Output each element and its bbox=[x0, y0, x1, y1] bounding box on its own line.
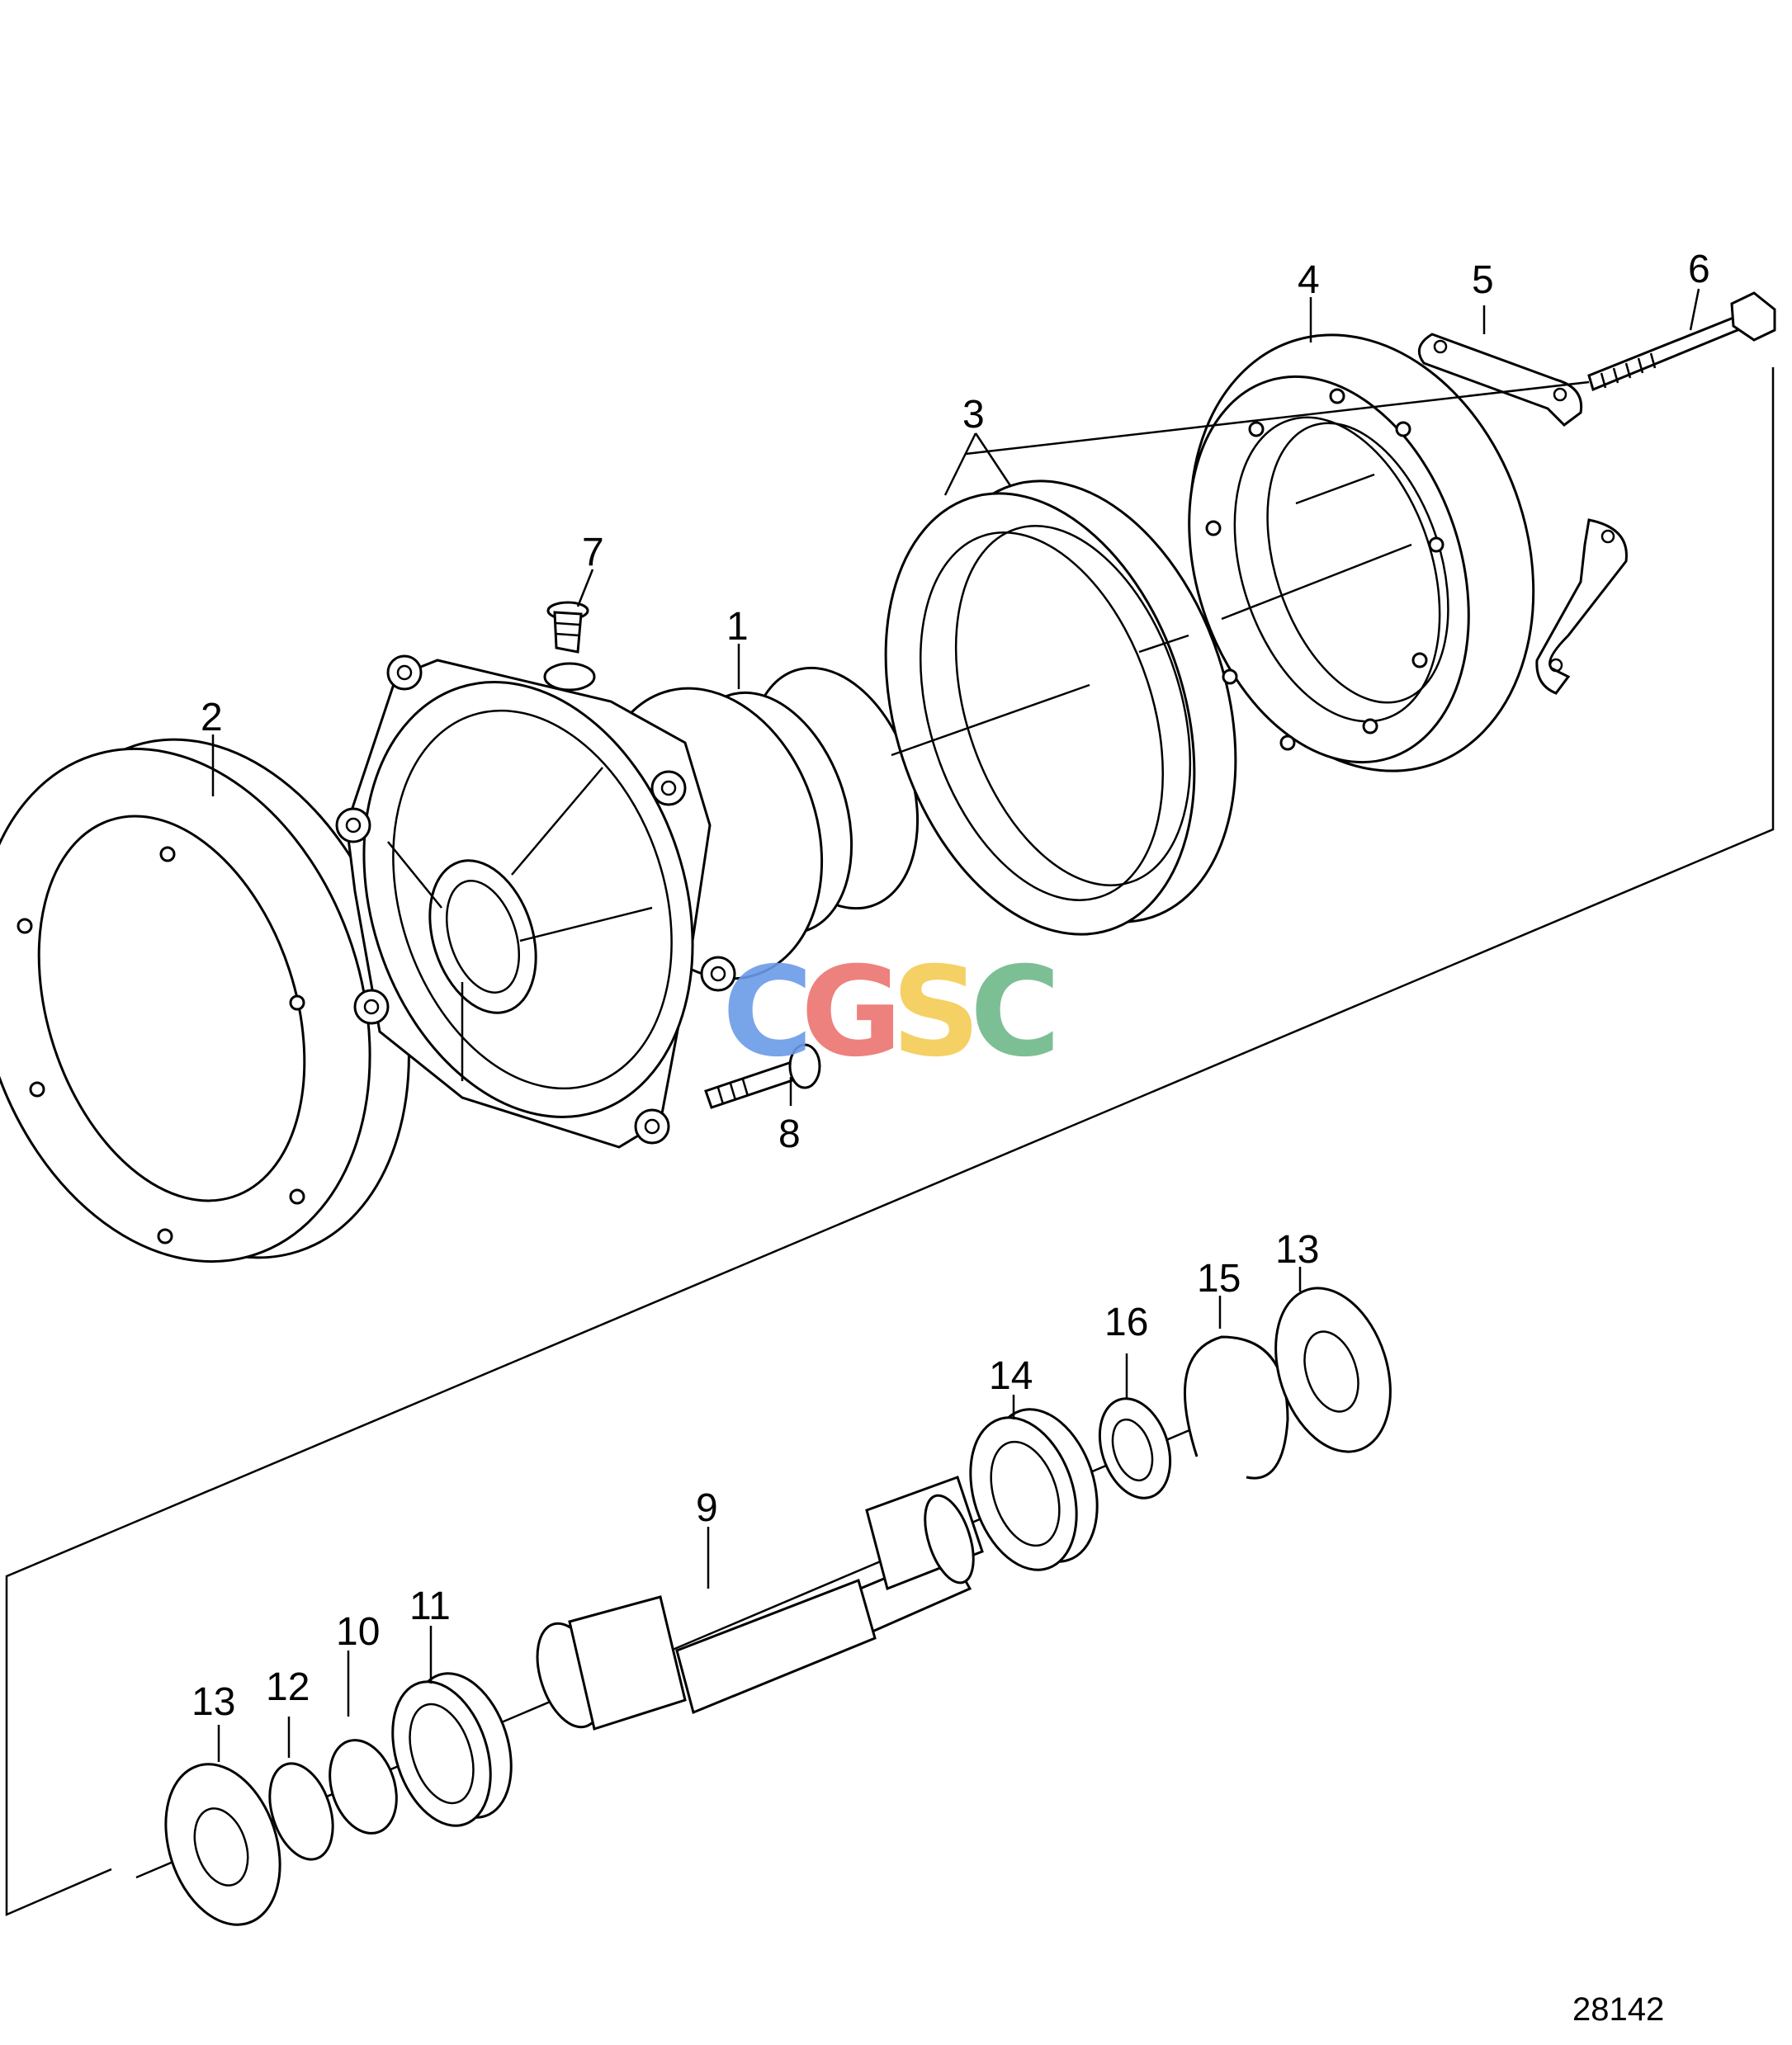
part-10-ring bbox=[329, 1739, 398, 1835]
callout-7: 7 bbox=[582, 531, 604, 574]
callout-10: 10 bbox=[336, 1610, 380, 1654]
part-15-circlip bbox=[1183, 1335, 1289, 1480]
drawing-number: 28142 bbox=[1572, 1991, 1664, 2028]
callout-1: 1 bbox=[726, 605, 749, 649]
assembly-frame bbox=[5, 367, 1775, 1916]
part-12-snap-ring bbox=[268, 1762, 334, 1861]
watermark-letter-c2: C bbox=[970, 941, 1061, 1084]
part-9-shaft bbox=[536, 1476, 984, 1731]
callout-labels: 1 2 3 4 5 6 7 8 9 10 11 12 13 14 16 15 1… bbox=[191, 248, 1710, 1724]
callout-13-right: 13 bbox=[1275, 1228, 1319, 1272]
callout-9: 9 bbox=[696, 1486, 718, 1530]
callout-4: 4 bbox=[1298, 258, 1320, 302]
callout-6: 6 bbox=[1688, 248, 1710, 291]
part-6-long-bolt bbox=[965, 291, 1776, 456]
callout-5: 5 bbox=[1472, 258, 1494, 302]
callout-16: 16 bbox=[1104, 1301, 1148, 1344]
callout-3: 3 bbox=[962, 393, 985, 437]
part-13-washer-right bbox=[1274, 1287, 1392, 1453]
part-13-washer-left bbox=[164, 1763, 281, 1926]
callout-12: 12 bbox=[266, 1665, 310, 1709]
leader-lines bbox=[211, 288, 1700, 1762]
part-16-lock-nut bbox=[1098, 1397, 1172, 1500]
part-14-bearing bbox=[969, 1408, 1099, 1571]
callout-15: 15 bbox=[1197, 1257, 1241, 1301]
part-8-housing-bolt bbox=[704, 1043, 821, 1109]
callout-2: 2 bbox=[201, 696, 223, 739]
callout-11: 11 bbox=[409, 1585, 451, 1628]
part-11-bearing bbox=[391, 1672, 513, 1827]
part-3-seal-rings bbox=[884, 479, 1237, 936]
watermark-letter-g: G bbox=[801, 941, 902, 1084]
callout-8: 8 bbox=[778, 1112, 801, 1156]
part-7-plug bbox=[546, 601, 589, 654]
watermark-letter-s: S bbox=[891, 941, 981, 1084]
callout-14: 14 bbox=[989, 1354, 1033, 1398]
part-2-outer-ring bbox=[0, 738, 410, 1263]
watermark-letter-c1: C bbox=[722, 941, 813, 1084]
cgsc-watermark: C G S C bbox=[722, 941, 1061, 1084]
part-1-housing bbox=[335, 654, 920, 1149]
part-4-flange bbox=[1188, 333, 1535, 772]
callout-13-left: 13 bbox=[191, 1680, 235, 1724]
